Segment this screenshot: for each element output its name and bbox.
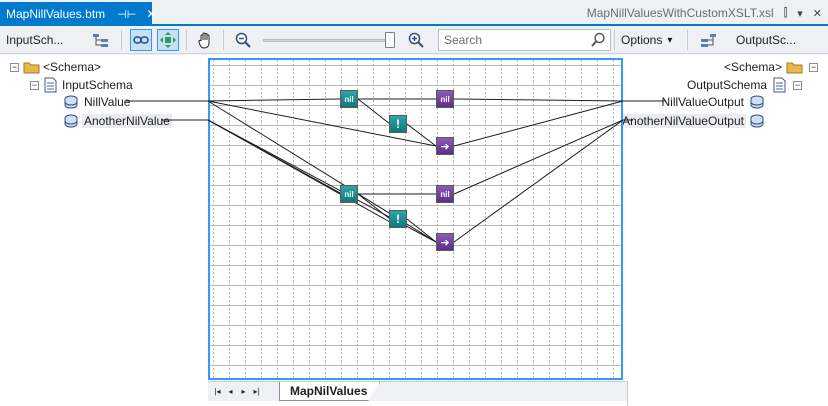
- set-nil-functoid[interactable]: nil: [436, 90, 454, 108]
- tab-title: MapNillValues.btm: [6, 7, 106, 21]
- pin-icon[interactable]: ⊣⊢: [117, 8, 137, 21]
- folder-icon: [23, 62, 40, 74]
- input-schema-label: InputSch...: [6, 33, 64, 47]
- collapse-icon[interactable]: −: [793, 79, 802, 90]
- collapse-tree-button[interactable]: [90, 29, 112, 51]
- field-label: NillValue: [84, 95, 131, 109]
- page-tab-mapnilvalues[interactable]: MapNilValues: [279, 382, 381, 401]
- document-tab-bar: MapNillValues.btm ⊣⊢ ✕ MapNillValuesWith…: [0, 0, 828, 26]
- close-icon[interactable]: ✕: [812, 7, 822, 20]
- collapse-output-tree-button[interactable]: [697, 29, 719, 51]
- input-schema-button[interactable]: InputSch...: [6, 26, 63, 54]
- source-schema-node[interactable]: − InputSchema: [30, 77, 135, 93]
- value-mapping-functoid[interactable]: ➔: [436, 137, 454, 155]
- destination-schema-label: OutputSchema: [686, 78, 767, 92]
- folder-icon: [786, 62, 803, 74]
- collapse-icon[interactable]: −: [30, 79, 39, 90]
- auto-scroll-icon: [160, 32, 176, 48]
- field-element-icon: [64, 114, 78, 128]
- next-page-icon[interactable]: ▸: [241, 387, 246, 396]
- dropdown-icon[interactable]: ▾: [797, 7, 803, 20]
- logical-not-functoid[interactable]: !: [389, 210, 407, 228]
- field-label: NillValueOutput: [661, 95, 745, 109]
- mapper-toolbar: InputSch... Search Options ▾ OutputSc...: [0, 26, 828, 54]
- destination-root-label: <Schema>: [723, 60, 782, 74]
- is-nil-functoid[interactable]: nil: [340, 185, 358, 203]
- source-field-nillvalue[interactable]: NillValue: [62, 94, 132, 110]
- field-element-icon: [750, 95, 764, 109]
- field-label: AnotherNilValue: [82, 114, 172, 128]
- field-label: AnotherNilValueOutput: [620, 114, 746, 128]
- is-nil-icon: nil: [344, 94, 354, 104]
- map-grid[interactable]: [208, 58, 623, 380]
- destination-schema-expander[interactable]: −: [793, 77, 802, 93]
- tree-collapse-icon: [701, 34, 716, 47]
- options-dropdown[interactable]: Options ▾: [621, 26, 672, 54]
- tree-collapse-icon: [93, 34, 108, 47]
- page-tab-label: MapNilValues: [290, 384, 368, 398]
- output-schema-button[interactable]: OutputSc...: [736, 26, 796, 54]
- collapse-icon[interactable]: −: [10, 61, 19, 72]
- search-placeholder: Search: [444, 33, 483, 47]
- last-page-icon[interactable]: ▸|: [253, 387, 260, 396]
- destination-schema-node[interactable]: OutputSchema: [685, 77, 786, 93]
- is-nil-icon: nil: [344, 189, 354, 199]
- search-box[interactable]: Search: [438, 29, 611, 51]
- source-root-label: <Schema>: [43, 60, 102, 74]
- field-element-icon: [64, 95, 78, 109]
- tab-mapnillvalues-xslt[interactable]: MapNillValuesWithCustomXSLT.xsl ⫿ ▾ ✕: [587, 2, 828, 24]
- destination-root-node[interactable]: <Schema>: [722, 59, 804, 75]
- first-page-icon[interactable]: |◂: [214, 387, 221, 396]
- link-icon: [133, 36, 149, 44]
- destination-field-nillvalueoutput[interactable]: NillValueOutput: [660, 94, 767, 110]
- field-element-icon: [750, 114, 764, 128]
- collapse-icon[interactable]: −: [809, 61, 818, 72]
- pan-button[interactable]: [194, 29, 216, 51]
- zoom-slider-thumb[interactable]: [385, 32, 395, 48]
- set-nil-icon: nil: [440, 189, 450, 199]
- logical-not-icon: !: [396, 212, 400, 226]
- source-root-node[interactable]: − <Schema>: [10, 59, 103, 75]
- zoom-slider-track[interactable]: [263, 39, 391, 42]
- tab-mapnillvalues[interactable]: MapNillValues.btm ⊣⊢ ✕: [0, 2, 156, 26]
- value-mapping-functoid[interactable]: ➔: [436, 233, 454, 251]
- link-mode-button[interactable]: [130, 29, 152, 51]
- value-mapping-icon: ➔: [440, 236, 450, 249]
- pin-icon[interactable]: ⫿: [783, 6, 788, 19]
- page-tab-bar: |◂ ◂ ▸ ▸| MapNilValues: [208, 381, 627, 401]
- source-field-anothernilvalue[interactable]: AnotherNilValue: [62, 113, 172, 129]
- destination-root-expander[interactable]: −: [809, 59, 818, 75]
- is-nil-functoid[interactable]: nil: [340, 90, 358, 108]
- logical-not-icon: !: [396, 117, 400, 131]
- auto-scroll-button[interactable]: [157, 29, 179, 51]
- previous-page-icon[interactable]: ◂: [228, 387, 233, 396]
- chevron-down-icon: ▾: [667, 34, 673, 46]
- zoom-in-icon: [408, 32, 424, 48]
- zoom-in-button[interactable]: [405, 29, 427, 51]
- value-mapping-icon: ➔: [440, 140, 450, 153]
- zoom-out-button[interactable]: [232, 29, 254, 51]
- destination-field-anothernilvalueoutput[interactable]: AnotherNilValueOutput: [620, 113, 766, 129]
- schema-document-icon: [773, 77, 786, 93]
- tab-title: MapNillValuesWithCustomXSLT.xsl: [586, 6, 774, 20]
- source-schema-label: InputSchema: [62, 78, 133, 92]
- logical-not-functoid[interactable]: !: [389, 115, 407, 133]
- search-icon[interactable]: [590, 32, 606, 48]
- zoom-out-icon: [235, 32, 251, 48]
- set-nil-functoid[interactable]: nil: [436, 185, 454, 203]
- output-schema-label: OutputSc...: [736, 33, 797, 47]
- schema-document-icon: [44, 77, 57, 93]
- close-icon[interactable]: ✕: [146, 7, 157, 21]
- options-label: Options: [621, 33, 663, 47]
- hand-icon: [198, 32, 210, 49]
- set-nil-icon: nil: [440, 94, 450, 104]
